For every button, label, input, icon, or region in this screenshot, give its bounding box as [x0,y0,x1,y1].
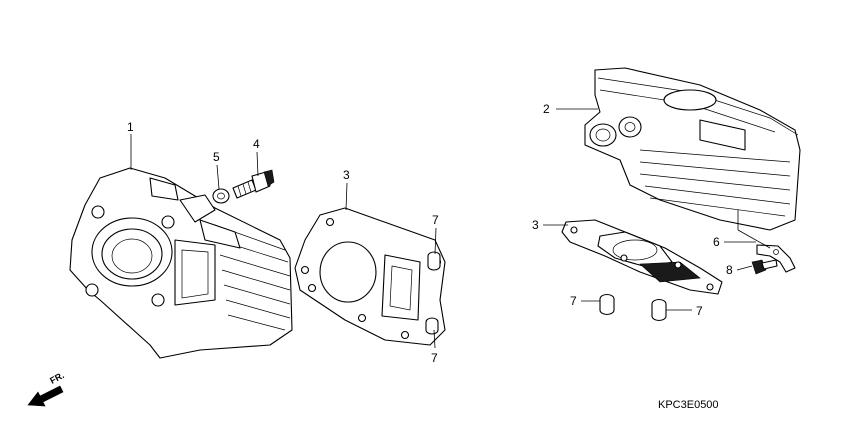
gasket-part-3-left [294,207,446,346]
callout-7-bottom: 7 [431,351,438,365]
callout-2: 2 [543,102,550,116]
callout-6: 6 [713,235,720,249]
callout-8: 8 [726,263,733,277]
callout-7-top: 7 [432,213,439,227]
callout-5: 5 [213,150,220,164]
bolt-part-4 [232,169,275,199]
callout-3-left: 3 [343,168,350,182]
front-label: FR. [48,370,65,386]
cylinder-part-1 [69,167,293,359]
leader-lines [130,108,771,349]
callout-7-right-left: 7 [570,294,577,308]
callout-1: 1 [127,120,134,134]
washer-part-5 [212,188,230,204]
bolt-part-8 [751,259,778,275]
dowel-part-7-left-top [427,251,441,271]
callout-4: 4 [253,137,260,151]
diagram-code: KPC3E0500 [658,399,719,411]
gasket-part-3-right [561,219,723,295]
dowel-part-7-right-left [599,293,615,316]
bracket-part-6 [756,244,796,273]
dowel-part-7-left-bottom [425,317,439,335]
callout-3-right: 3 [532,218,539,232]
callout-7-right-right: 7 [696,304,703,318]
front-arrow-icon [27,385,64,407]
head-part-2 [584,67,801,231]
dowel-part-7-right-right [651,298,667,322]
